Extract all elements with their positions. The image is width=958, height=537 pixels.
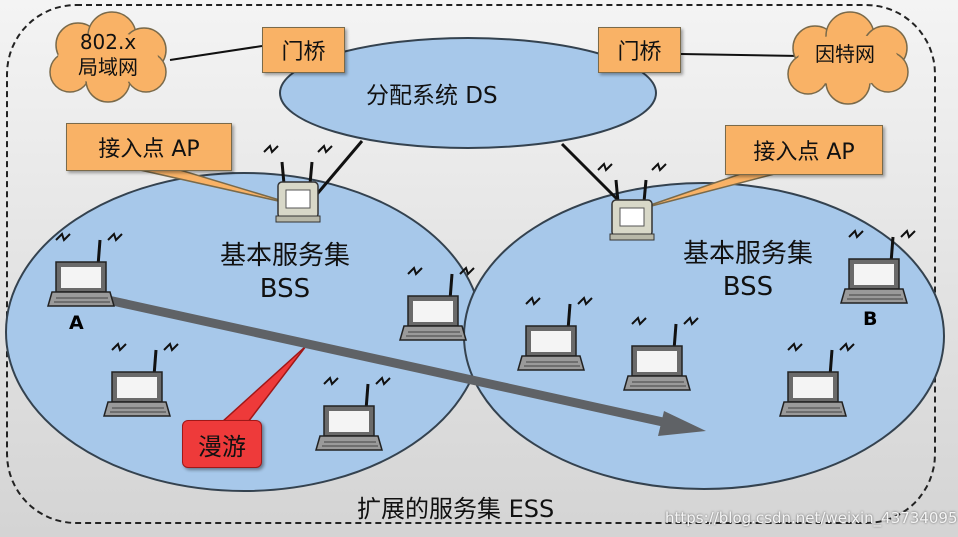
bss-right-line1: 基本服务集 [682, 239, 813, 269]
bss-left-line1: 基本服务集 [219, 241, 350, 271]
bss-label-left: 基本服务集 BSS [205, 240, 365, 306]
laptop-icon [517, 296, 593, 371]
bridge-left: 门桥 [262, 27, 345, 73]
laptop-icon [779, 342, 855, 417]
access-point-label-left: 接入点 AP [66, 123, 232, 171]
laptop-icon [623, 316, 699, 391]
lan-cloud [49, 11, 167, 103]
ds-ap1-wire [310, 140, 364, 201]
node-b-label: B [863, 308, 878, 330]
lan-cloud-line1: 802.x [79, 30, 137, 54]
bss-right-line2: BSS [722, 272, 774, 302]
laptop-icon [47, 232, 123, 307]
lan-cloud-line2: 局域网 [78, 55, 138, 79]
ess-boundary [6, 4, 936, 524]
access-point-icon [597, 162, 667, 241]
bridge1-cloud-wire [169, 45, 263, 61]
bss-label-right: 基本服务集 BSS [668, 238, 828, 304]
node-a-label: A [69, 312, 84, 334]
roaming-label: 漫游 [182, 420, 262, 468]
roaming-arrow [107, 295, 706, 436]
access-point-icon [263, 144, 333, 223]
bridge2-cloud-wire [680, 53, 801, 57]
ess-label: 扩展的服务集 ESS [357, 495, 555, 523]
lan-cloud-label: 802.x 局域网 [58, 30, 158, 80]
ds-ap2-wire [560, 142, 624, 206]
ds-ellipse [279, 37, 657, 149]
laptop-icon [840, 229, 916, 304]
laptop-icon [103, 342, 179, 417]
internet-cloud-line1: 因特网 [815, 42, 875, 66]
laptop-icon [315, 376, 391, 451]
internet-cloud [787, 11, 909, 105]
watermark: https://blog.csdn.net/weixin_43734095 [665, 509, 958, 527]
distribution-system-label: 分配系统 DS [366, 83, 498, 109]
internet-cloud-label: 因特网 [790, 42, 900, 67]
access-point-label-right: 接入点 AP [725, 125, 883, 175]
bss-left-line2: BSS [259, 274, 311, 304]
bridge-right: 门桥 [598, 27, 681, 73]
laptop-icon [399, 266, 475, 341]
